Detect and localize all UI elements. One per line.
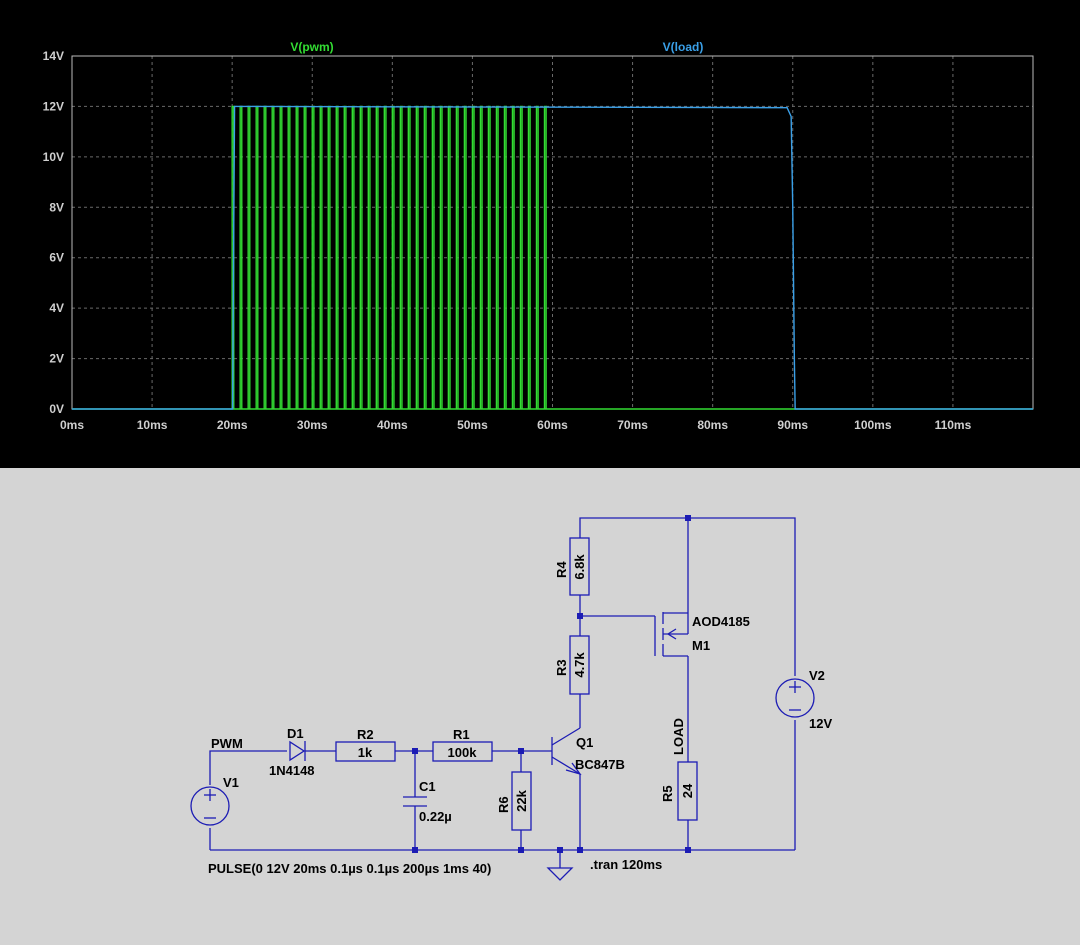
r3-resistor[interactable] (569, 635, 590, 695)
y-tick-label: 14V (43, 49, 64, 63)
x-tick-label: 10ms (137, 418, 168, 432)
r2-value: 1k (358, 745, 373, 760)
r1-name: R1 (453, 727, 470, 742)
x-tick-label: 20ms (217, 418, 248, 432)
x-tick-label: 110ms (935, 418, 972, 432)
r2-resistor[interactable] (335, 741, 396, 762)
c1-capacitor[interactable] (403, 796, 427, 807)
v1-name: V1 (223, 775, 239, 790)
v2-source[interactable] (775, 678, 815, 718)
r5-name: R5 (660, 785, 675, 802)
x-tick-label: 0ms (60, 418, 84, 432)
x-tick-label: 90ms (777, 418, 808, 432)
y-tick-label: 8V (49, 200, 64, 214)
net-label-pwm: PWM (211, 736, 243, 751)
y-tick-label: 4V (49, 301, 64, 315)
d1-name: D1 (287, 726, 304, 741)
r4-value: 6.8k (572, 554, 587, 580)
x-tick-label: 30ms (297, 418, 328, 432)
r3-value: 4.7k (572, 652, 587, 678)
c1-name: C1 (419, 779, 436, 794)
wires (209, 517, 796, 868)
series-v-load-line (72, 105, 1033, 410)
legend-v-load: V(load) (663, 40, 704, 54)
y-tick-label: 12V (43, 99, 64, 113)
d1-diode[interactable] (289, 740, 306, 762)
m1-value: AOD4185 (692, 614, 750, 629)
x-tick-label: 100ms (854, 418, 892, 432)
junctions (412, 515, 691, 853)
m1-mosfet[interactable] (654, 612, 689, 657)
r6-value: 22k (514, 789, 529, 811)
r4-resistor[interactable] (569, 537, 590, 596)
y-tick-label: 6V (49, 251, 64, 265)
r4-name: R4 (554, 561, 569, 578)
x-tick-label: 60ms (537, 418, 568, 432)
r3-name: R3 (554, 659, 569, 676)
tran-directive: .tran 120ms (590, 857, 662, 872)
c1-value: 0.22µ (419, 809, 452, 824)
x-tick-label: 70ms (617, 418, 648, 432)
r2-name: R2 (357, 727, 374, 742)
circuit-schematic-panel: PWM V1 PULSE(0 12V 20ms 0.1µs 0.1µs 200µ… (0, 468, 1080, 940)
q1-value: BC847B (575, 757, 625, 772)
waveform-plot-panel: 0ms 10ms 20ms 30ms 40ms 50ms 60ms 70ms 80ms 90ms 1… (0, 0, 1080, 468)
q1-transistor[interactable] (551, 727, 582, 776)
d1-value: 1N4148 (269, 763, 315, 778)
r6-resistor[interactable] (511, 771, 532, 831)
x-tick-label: 80ms (697, 418, 728, 432)
r1-value: 100k (448, 745, 478, 760)
waveform-chart: 0ms 10ms 20ms 30ms 40ms 50ms 60ms 70ms 80ms 90ms 1… (43, 40, 1034, 432)
r5-resistor[interactable] (677, 761, 698, 821)
v2-value: 12V (809, 716, 832, 731)
y-tick-label: 0V (49, 402, 64, 416)
pulse-directive: PULSE(0 12V 20ms 0.1µs 0.1µs 200µs 1ms 4… (208, 861, 491, 876)
r1-resistor[interactable] (432, 741, 493, 762)
x-tick-label: 50ms (457, 418, 488, 432)
circuit-schematic: PWM V1 PULSE(0 12V 20ms 0.1µs 0.1µs 200µ… (190, 515, 832, 881)
v2-name: V2 (809, 668, 825, 683)
ground-symbol (546, 867, 574, 881)
r5-value: 24 (680, 783, 695, 798)
r6-name: R6 (496, 796, 511, 813)
y-tick-label: 2V (49, 352, 64, 366)
m1-name: M1 (692, 638, 710, 653)
y-tick-label: 10V (43, 150, 64, 164)
x-tick-label: 40ms (377, 418, 408, 432)
legend-v-pwm: V(pwm) (290, 40, 333, 54)
net-label-load: LOAD (671, 718, 686, 755)
q1-name: Q1 (576, 735, 593, 750)
v1-source[interactable] (190, 786, 230, 826)
